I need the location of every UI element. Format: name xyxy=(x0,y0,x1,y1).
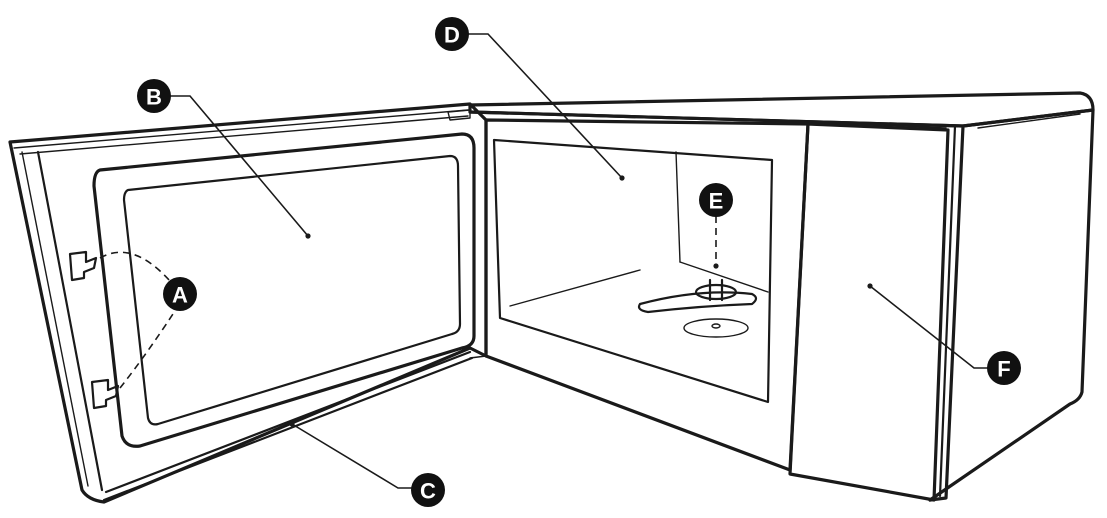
turntable-coupler xyxy=(637,278,758,338)
door xyxy=(8,102,488,504)
leader-b-dot xyxy=(305,233,311,239)
leader-e-dot xyxy=(713,263,719,269)
badge-e-label: E xyxy=(709,189,724,214)
badge-f-label: F xyxy=(997,357,1010,382)
door-latch-bottom xyxy=(90,378,120,410)
cavity-opening xyxy=(484,118,810,472)
latch-bottom-shape xyxy=(90,378,120,410)
cabinet xyxy=(468,91,1095,502)
door-bottom-hinge xyxy=(469,347,487,359)
leader-a-bottom xyxy=(119,299,183,389)
coupler-base-center xyxy=(711,323,721,329)
badge-b: B xyxy=(137,79,171,113)
coupler-base-ring xyxy=(683,318,749,338)
leader-b xyxy=(168,95,309,237)
coupler-hub xyxy=(694,283,738,301)
door-bottom-edge xyxy=(102,350,474,502)
door-top-strip-2 xyxy=(19,115,469,155)
cavity-side-seam xyxy=(675,151,681,263)
cabinet-front-frame xyxy=(468,110,965,502)
badge-d-label: D xyxy=(444,23,460,48)
coupler-shaft xyxy=(708,278,724,302)
cavity xyxy=(484,118,810,472)
badge-b-label: B xyxy=(146,85,162,110)
door-top-notch xyxy=(447,109,471,121)
badge-a: A xyxy=(163,277,197,311)
badge-e: E xyxy=(699,183,733,217)
cabinet-right-side xyxy=(928,108,1095,502)
leader-a-top xyxy=(99,251,177,289)
leader-d-dot xyxy=(619,175,625,181)
door-latch-top xyxy=(68,250,98,282)
door-hinge-edge xyxy=(21,151,89,487)
door-inner-left-edge xyxy=(36,150,104,492)
leader-d xyxy=(466,33,623,179)
badge-c-label: C xyxy=(420,479,436,504)
latch-top-shape xyxy=(68,250,98,282)
control-panel xyxy=(788,121,950,502)
cabinet-frame-edge xyxy=(938,124,957,498)
leader-c xyxy=(291,423,412,489)
leader-c-dot xyxy=(289,421,295,427)
cavity-back-wall xyxy=(492,138,774,404)
door-outer xyxy=(8,102,488,504)
badge-a-label: A xyxy=(172,283,188,308)
cavity-floor-seam-left xyxy=(509,269,641,307)
leader-lines xyxy=(99,33,990,489)
control-panel-top-edge xyxy=(811,121,947,129)
cavity-floor-seam-right xyxy=(679,261,769,293)
door-inner-panel xyxy=(92,132,476,448)
door-window xyxy=(122,154,462,426)
badge-c: C xyxy=(411,473,445,507)
badge-f: F xyxy=(987,351,1021,385)
leader-f xyxy=(869,285,990,369)
leader-f-dot xyxy=(867,283,873,289)
cabinet-top-edge xyxy=(977,113,1081,129)
badge-d: D xyxy=(435,17,469,51)
door-top-strip-1 xyxy=(13,109,469,149)
control-panel-face xyxy=(788,122,950,502)
